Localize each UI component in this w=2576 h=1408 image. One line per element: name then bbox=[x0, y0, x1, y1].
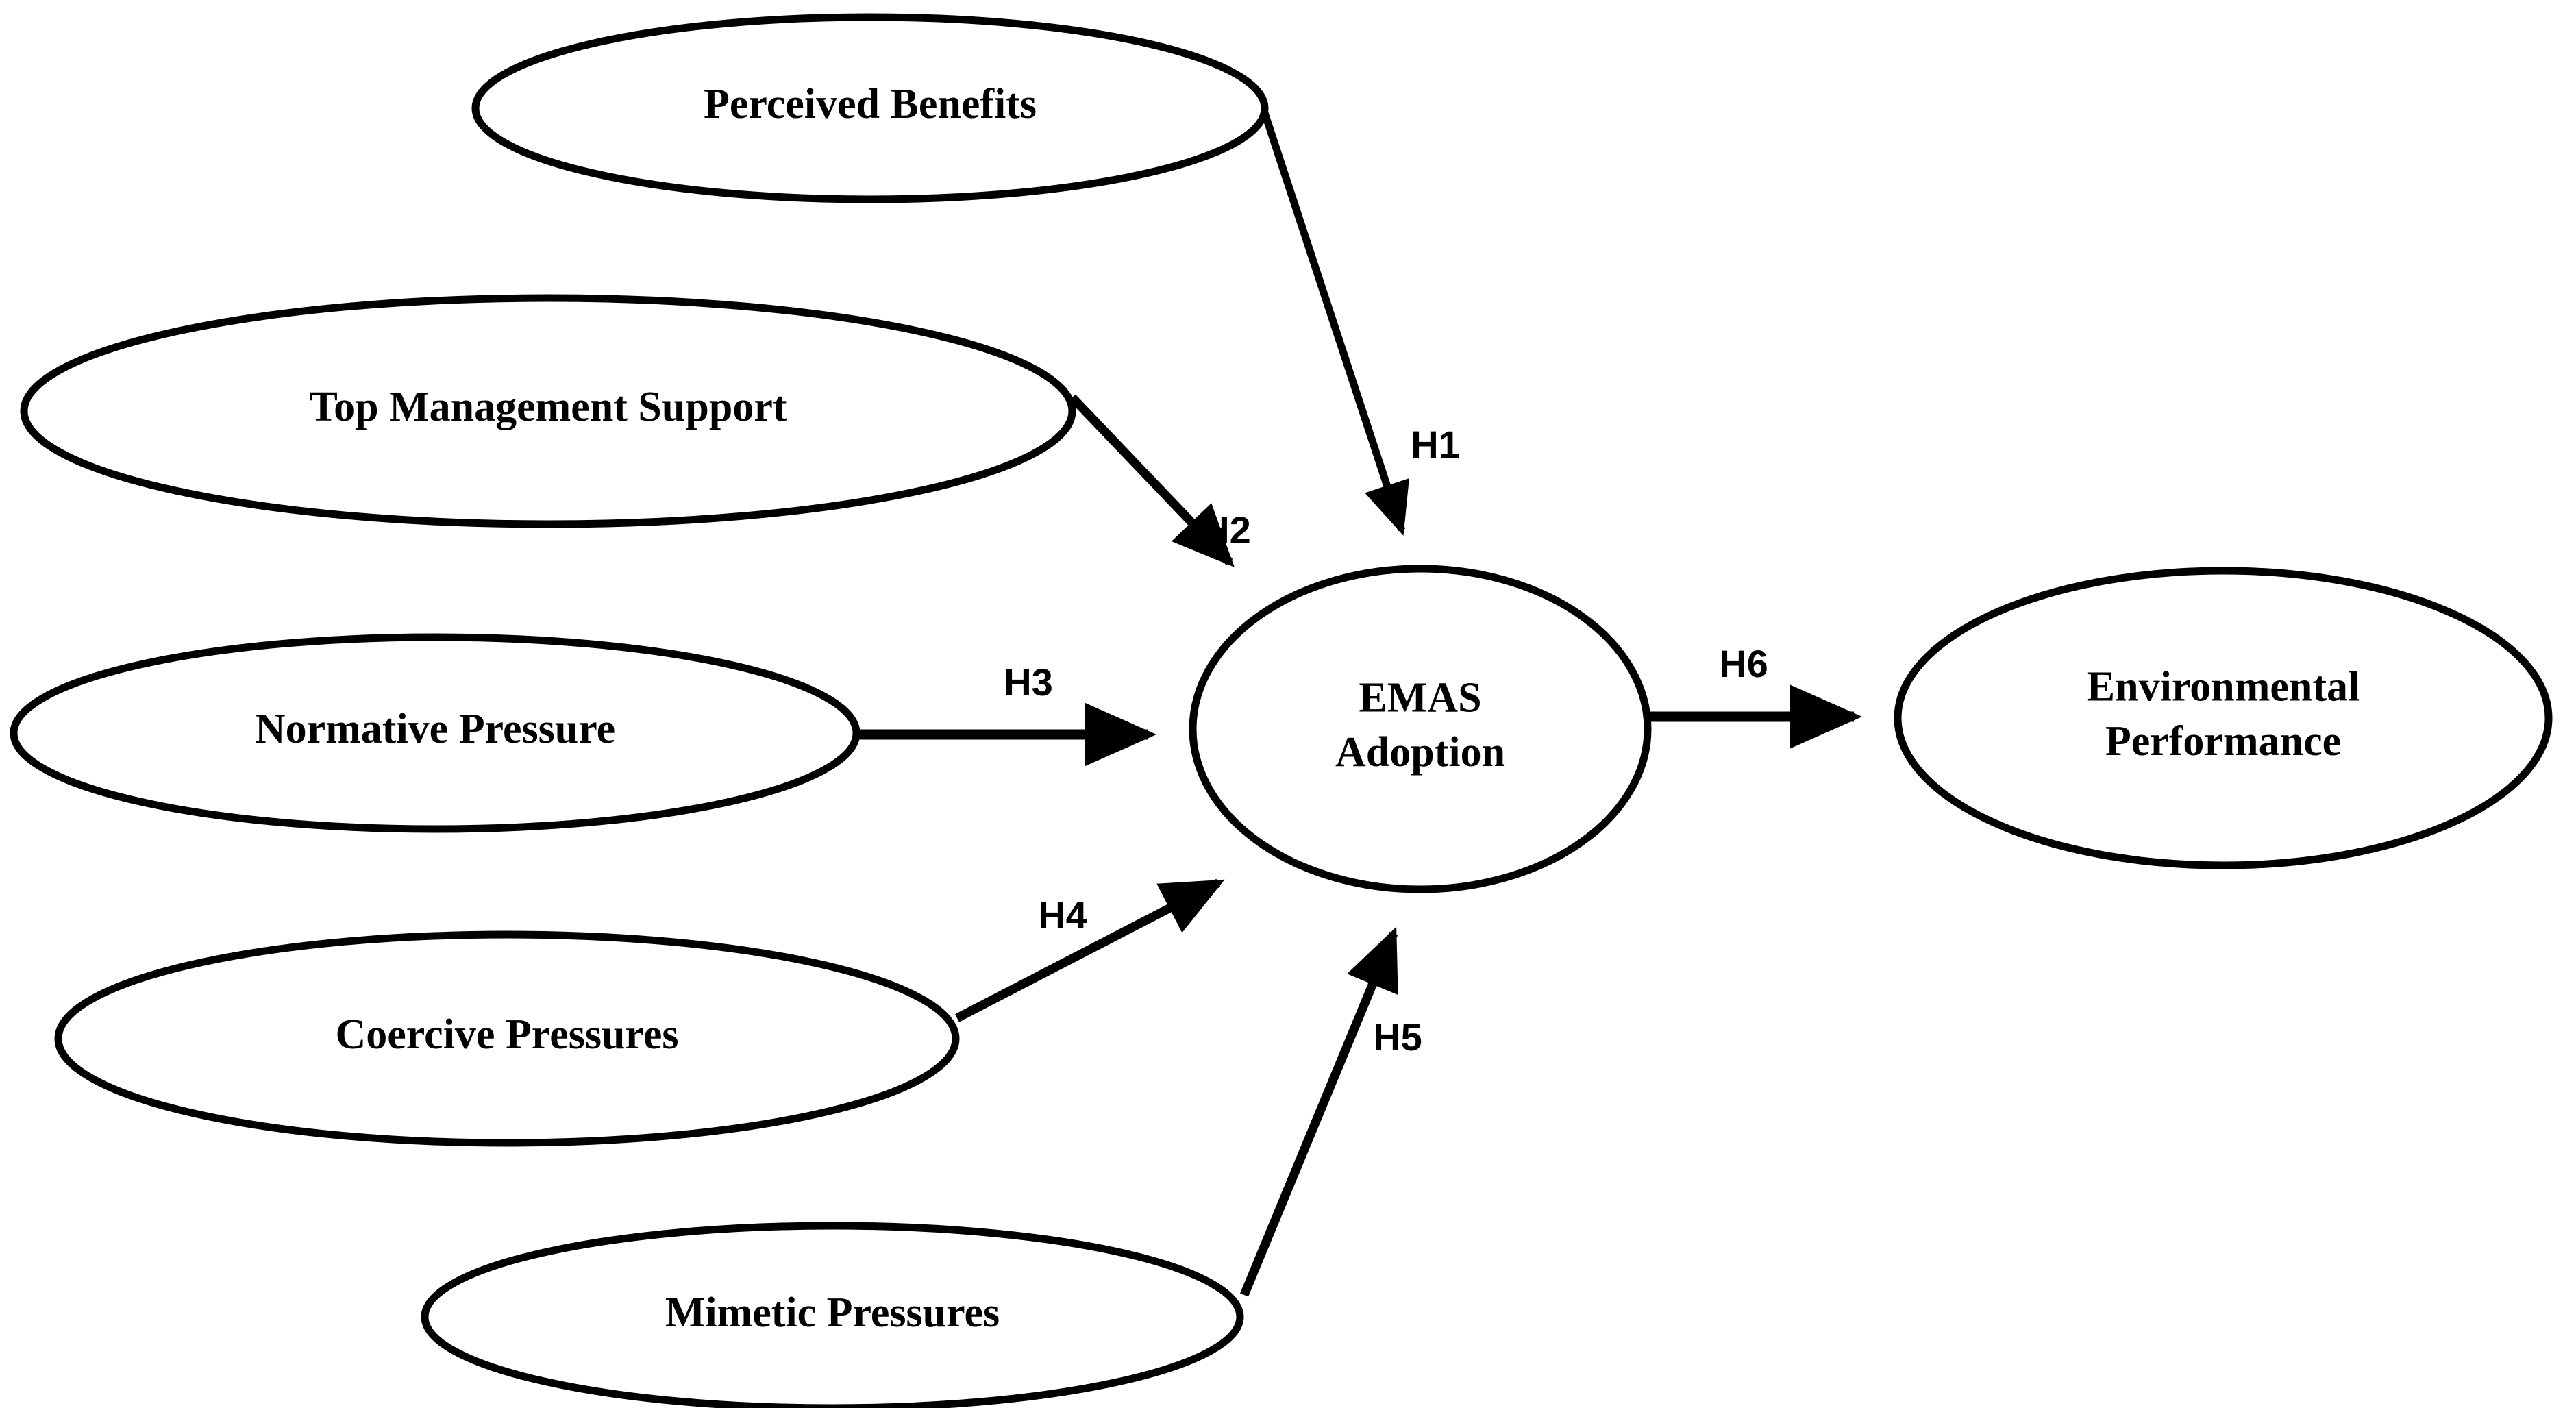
edge-line-h2 bbox=[1069, 394, 1235, 567]
edge-h1 bbox=[1260, 110, 1409, 536]
edge-label-h6: H6 bbox=[1719, 642, 1768, 685]
node-emas-adoption[interactable]: EMAS Adoption bbox=[1189, 565, 1652, 893]
edge-h4 bbox=[955, 878, 1225, 1022]
node-label-perceived-benefits: Perceived Benefits bbox=[704, 81, 1037, 127]
edge-line-h4 bbox=[955, 878, 1225, 1022]
edge-h5 bbox=[1239, 926, 1398, 1297]
node-shape-mimetic-pressures bbox=[421, 1222, 1244, 1408]
edge-label-h1: H1 bbox=[1411, 423, 1460, 466]
edge-label-h4: H4 bbox=[1038, 893, 1087, 937]
edge-label-h5: H5 bbox=[1373, 1015, 1422, 1059]
node-top-management-support[interactable]: Top Management Support bbox=[20, 294, 1076, 528]
node-shape-environmental-performance bbox=[1894, 567, 2553, 869]
node-shape-top-management-support bbox=[20, 294, 1076, 528]
node-label-coercive-pressures: Coercive Pressures bbox=[335, 1011, 678, 1058]
node-label-emas-adoption: Adoption bbox=[1335, 729, 1505, 776]
node-label-top-management-support: Top Management Support bbox=[309, 384, 787, 430]
node-label-environmental-performance: Environmental bbox=[2087, 664, 2360, 711]
node-label-normative-pressure: Normative Pressure bbox=[255, 706, 615, 752]
node-perceived-benefits[interactable]: Perceived Benefits bbox=[471, 13, 1269, 203]
node-shape-normative-pressure bbox=[10, 633, 860, 833]
edge-line-h1 bbox=[1260, 110, 1409, 536]
edges-layer bbox=[856, 110, 1863, 1297]
edge-line-h5 bbox=[1239, 926, 1398, 1297]
edge-h2 bbox=[1069, 394, 1235, 567]
node-shape-perceived-benefits bbox=[471, 13, 1269, 203]
edge-label-h2: H2 bbox=[1202, 508, 1251, 552]
node-shape-coercive-pressures bbox=[54, 930, 960, 1147]
node-label-mimetic-pressures: Mimetic Pressures bbox=[665, 1289, 1000, 1336]
node-label-emas-adoption: EMAS bbox=[1359, 675, 1481, 721]
node-label-environmental-performance: Performance bbox=[2105, 718, 2341, 765]
edge-label-h3: H3 bbox=[1004, 660, 1053, 704]
node-shape-emas-adoption bbox=[1189, 565, 1652, 893]
node-coercive-pressures[interactable]: Coercive Pressures bbox=[54, 930, 960, 1147]
node-normative-pressure[interactable]: Normative Pressure bbox=[10, 633, 860, 833]
node-mimetic-pressures[interactable]: Mimetic Pressures bbox=[421, 1222, 1244, 1408]
